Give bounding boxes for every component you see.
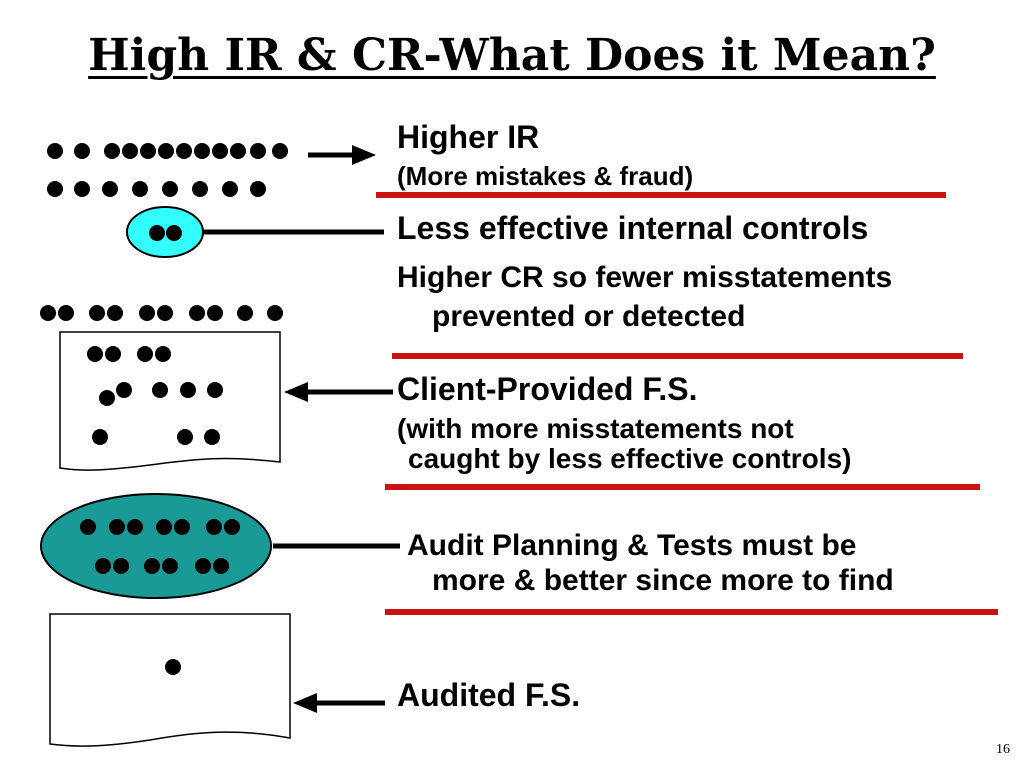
label-less-controls: Less effective internal controls — [397, 210, 869, 246]
label-higher-cr-line-1: Higher CR so fewer misstatements — [397, 261, 893, 294]
internal-controls-oval — [126, 206, 204, 258]
audit-oval — [40, 493, 272, 599]
label-client-fs-note-1: (with more misstatements not — [397, 413, 794, 444]
label-higher-ir-note: (More mistakes & fraud) — [397, 161, 694, 191]
slide-title: High IR & CR-What Does it Mean? — [88, 30, 936, 81]
audited-fs-document — [49, 613, 291, 747]
arrow-right-higher-ir — [308, 145, 376, 165]
label-higher-cr-line-2: prevented or detected — [432, 300, 746, 333]
label-client-fs: Client-Provided F.S. — [397, 371, 698, 407]
arrow-left-audited-fs — [293, 693, 385, 713]
error-dots-row-2 — [47, 181, 266, 197]
page-number: 16 — [996, 742, 1010, 757]
arrow-left-client-fs — [284, 382, 393, 402]
error-dots-row-1 — [47, 143, 288, 159]
label-client-fs-note-2: caught by less effective controls) — [408, 443, 852, 474]
error-dots-row-3 — [40, 305, 283, 321]
label-higher-ir: Higher IR — [397, 119, 540, 155]
label-audit-line-1: Audit Planning & Tests must be — [407, 529, 857, 562]
client-fs-document — [59, 331, 281, 471]
label-audit-line-2: more & better since more to find — [432, 564, 894, 597]
label-audited-fs: Audited F.S. — [397, 677, 581, 713]
